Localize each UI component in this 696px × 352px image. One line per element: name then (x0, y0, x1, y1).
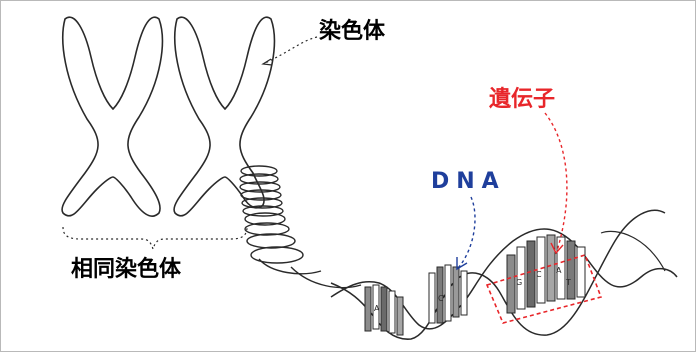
svg-text:A: A (374, 304, 380, 313)
gene-label: 遺伝子 (489, 89, 555, 111)
svg-text:A: A (556, 266, 562, 275)
chromosome-label: 染色体 (319, 21, 385, 43)
dna-label: DNA (431, 171, 506, 193)
svg-text:C: C (438, 294, 444, 303)
chromosome-left (62, 17, 162, 216)
chromatin-coil (240, 166, 361, 288)
gene-leader (545, 113, 567, 251)
homologous-brace (63, 227, 247, 249)
svg-text:C: C (536, 270, 542, 279)
svg-text:T: T (565, 278, 571, 287)
chromosome-right (174, 17, 274, 216)
dna-leader (459, 197, 475, 267)
homologous-chromosomes-label: 相同染色体 (71, 259, 181, 281)
dna-helix: G C A T C A (331, 210, 677, 339)
svg-text:G: G (516, 278, 522, 287)
